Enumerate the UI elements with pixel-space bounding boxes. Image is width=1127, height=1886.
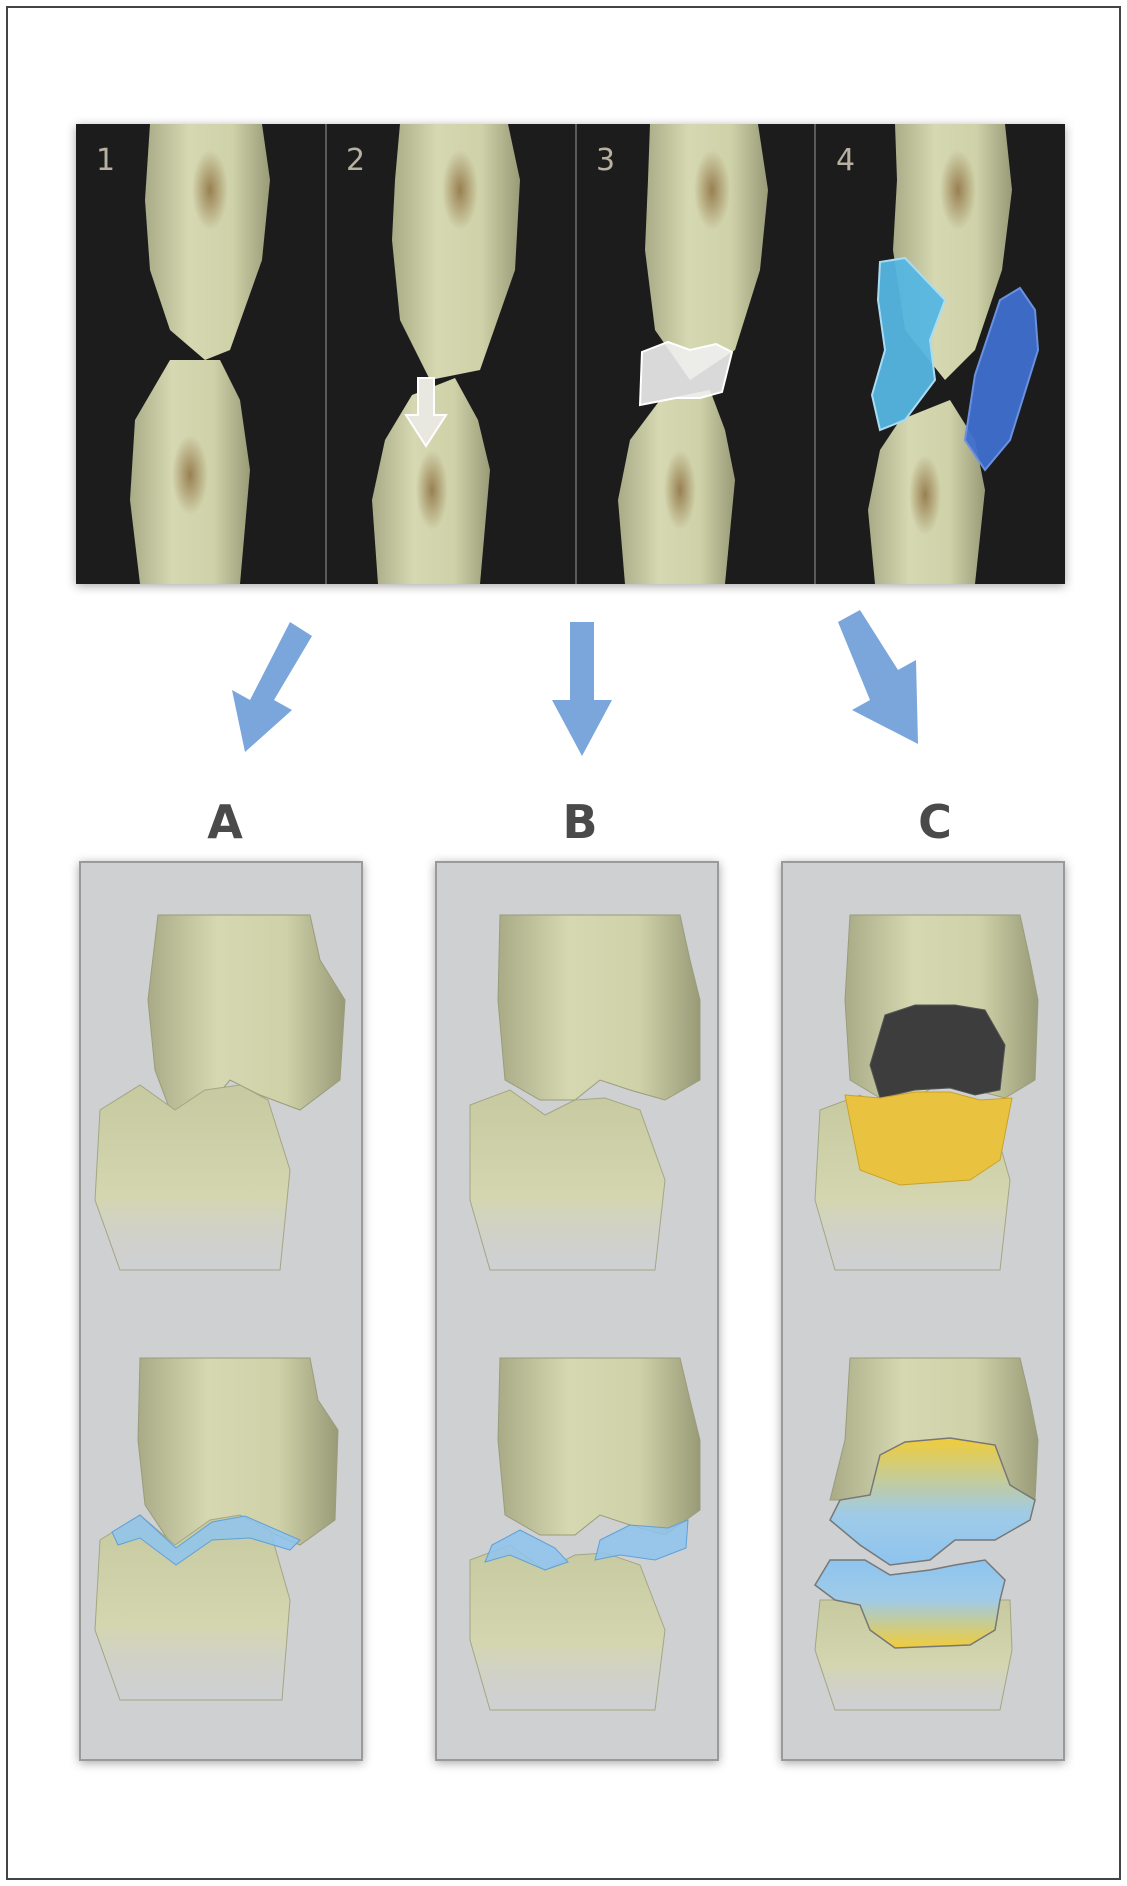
panel-4-label: 4 [836,143,855,178]
panel-3-label: 3 [596,143,615,178]
down-arrow-icon [552,622,612,756]
down-arrow-icon [232,622,312,752]
panel-2-label: 2 [346,143,365,178]
panel-a [80,862,362,1760]
top-sequence-panel: 1 2 3 4 [76,124,1065,584]
column-c-label: C [918,795,952,849]
panel-1-label: 1 [96,143,115,178]
panel-c [782,862,1064,1760]
onlay-dark [870,1005,1005,1098]
column-a-label: A [207,795,243,849]
down-arrow-icon [838,610,918,744]
column-b-label: B [562,795,597,849]
panel-b [436,862,718,1760]
